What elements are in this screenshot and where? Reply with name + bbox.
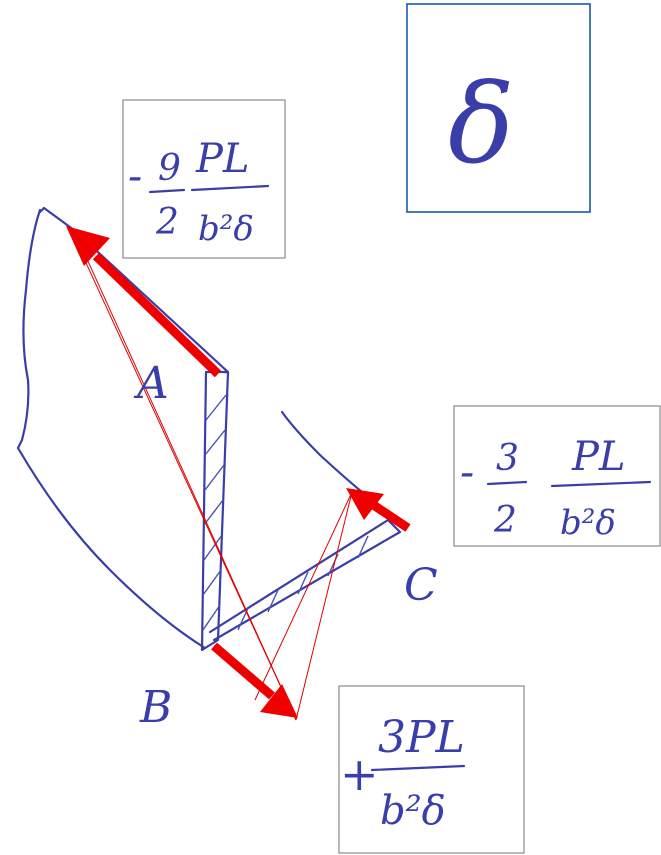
construction-lines [69,227,353,721]
arrow-top [66,226,222,378]
label-a: A [133,358,169,409]
arrow-right [346,488,411,532]
right-coef-num: 3 [496,438,519,479]
top-frac-num: PL [195,136,249,182]
right-coef-den: 2 [493,500,517,541]
top-coef-den: 2 [155,202,179,243]
bottom-frac-num: 3PL [378,712,465,763]
sketch-line-c [280,410,364,494]
label-b: B [139,682,172,733]
delta-box: δ [406,3,591,213]
flange-bc [208,518,402,642]
top-value-box: - 9 2 PL b²δ [122,99,286,259]
arrow-bottom [211,642,298,718]
left-wall-sketch [16,206,230,650]
bottom-sign: + [340,747,379,801]
top-frac-den: b²δ [198,209,254,249]
right-frac-num: PL [571,434,625,480]
delta-symbol: δ [448,60,514,188]
right-frac-den: b²δ [560,503,616,543]
bottom-value-box: + 3PL b²δ [338,685,525,854]
label-c: C [404,560,438,611]
top-coef-num: 9 [158,148,181,189]
flange-ab [200,370,230,652]
bottom-frac-den: b²δ [380,788,446,834]
right-sign: - [460,447,474,496]
right-value-box: - 3 2 PL b²δ [453,405,661,547]
top-sign: - [128,151,142,200]
